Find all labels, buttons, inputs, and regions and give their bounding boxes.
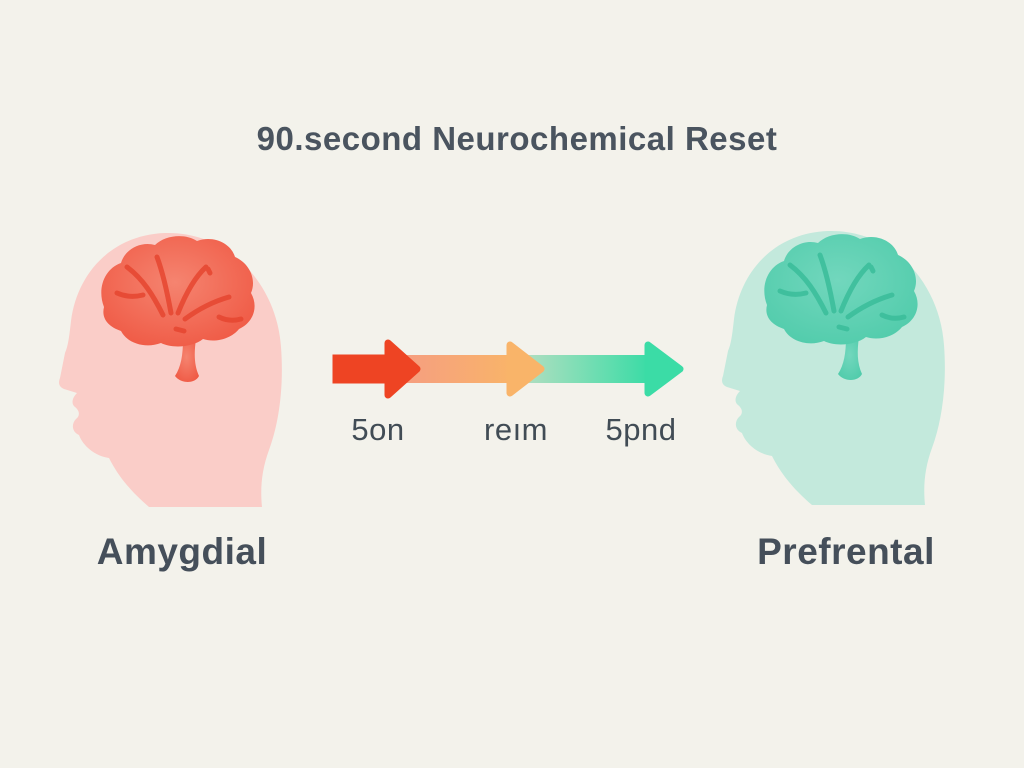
amygdala-caption: Amygdial — [96, 531, 268, 572]
stage-label-1: 5on — [351, 412, 405, 447]
page-title: 90.second Neurochemical Reset — [256, 120, 778, 157]
brain-icon — [764, 234, 918, 345]
arrow-orange-head — [506, 341, 545, 397]
brain-sulci-lines — [777, 252, 907, 332]
brain-stem-shape — [175, 339, 199, 382]
amygdala-head-figure — [59, 229, 283, 509]
prefrontal-head-figure — [722, 227, 946, 507]
prefrontal-caption: Prefrental — [757, 531, 935, 572]
gradient-arrow-svg — [332, 339, 684, 399]
arrow-red-bar — [332, 354, 391, 384]
brain-sulci-lines — [114, 254, 244, 334]
stage-label-2: reım — [484, 412, 548, 447]
head-profile-silhouette-icon — [59, 232, 282, 507]
brain-stem-shape — [838, 337, 862, 380]
arrow-red-head — [384, 339, 421, 399]
head-profile-silhouette-icon — [722, 230, 945, 505]
arrow-teal-head — [644, 341, 684, 397]
brain-icon — [101, 236, 255, 347]
stage-label-3: 5pnd — [605, 412, 677, 447]
gradient-flow-arrow-icon — [330, 334, 686, 406]
